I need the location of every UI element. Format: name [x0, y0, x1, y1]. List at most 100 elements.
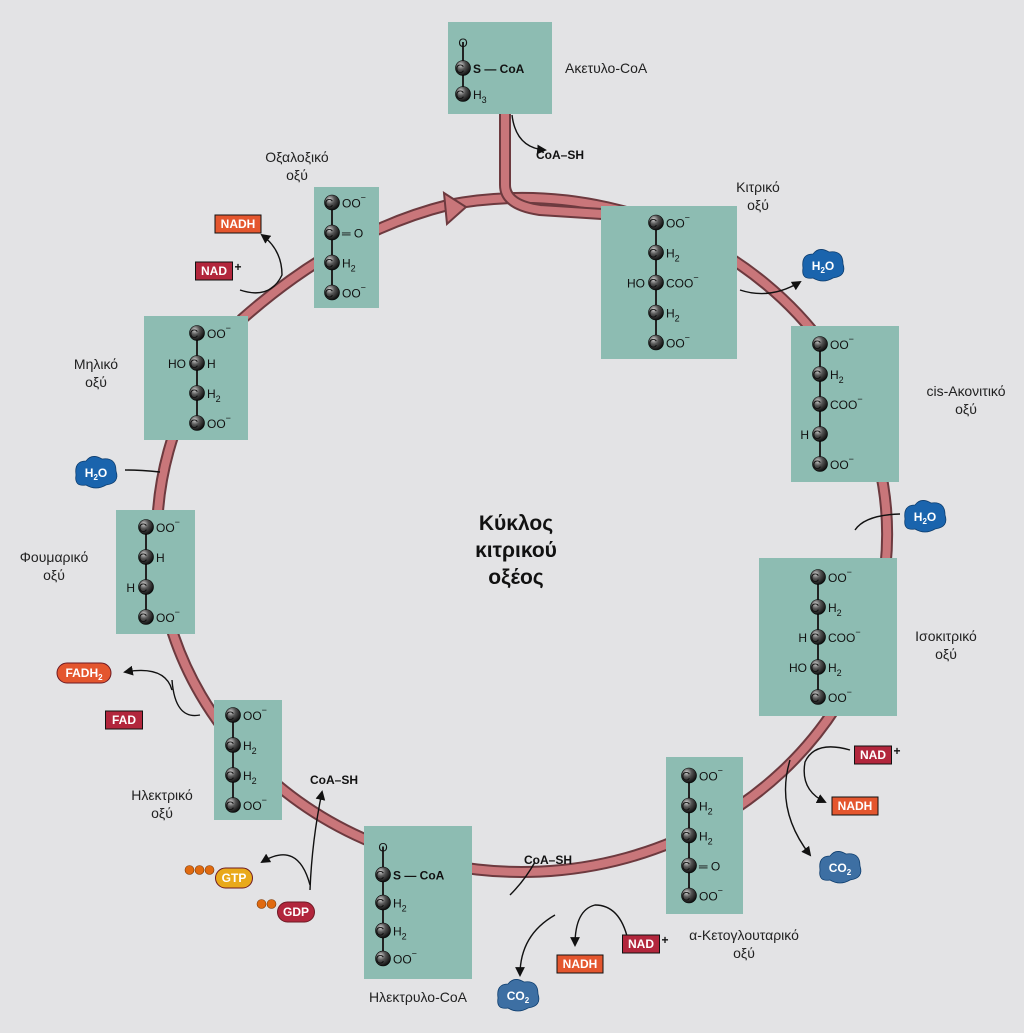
carbon-atom-letter: C	[376, 925, 385, 939]
right-substituent: OO−	[342, 193, 366, 211]
right-substituent: OO−	[830, 334, 854, 352]
carbon-atom-ball	[681, 797, 697, 814]
carbon-atom-letter: C	[649, 277, 658, 291]
cofactor-box	[854, 745, 892, 765]
right-substituent: OO−	[243, 795, 267, 813]
cofactor-text: NADH	[221, 217, 256, 231]
carbon-atom-ball	[375, 922, 391, 939]
cycle-title-line-1: Κύκλος	[479, 512, 553, 535]
carbon-atom-letter: C	[325, 287, 334, 301]
carbon-atom-letter: C	[226, 739, 235, 753]
carbon-atom-letter: C	[190, 327, 199, 341]
carbon-atom-letter: C	[811, 631, 820, 645]
carbon-atom-letter: C	[682, 800, 691, 814]
molecule-blob-icon	[75, 456, 118, 489]
cofactor-text: FADH2	[65, 666, 103, 682]
molecule-blob-icon	[904, 500, 947, 533]
carbon-atom-ball	[189, 325, 205, 341]
molecule-text: H2O	[914, 510, 936, 526]
right-substituent: H	[156, 551, 165, 565]
carbon-atom-ball	[225, 767, 241, 783]
coenzyme-a-label: CoA–SH	[524, 853, 572, 867]
cofactor-nadh-1: NADH	[831, 796, 879, 816]
phosphate-ball-icon	[256, 899, 267, 909]
carbon-atom-ball	[189, 415, 205, 431]
carbon-atom-letter: C	[325, 257, 334, 271]
carbon-atom-letter: C	[682, 770, 691, 784]
label-acetyl-coa: Ακετυλο-CoA	[565, 60, 648, 76]
label-isocitrate: Ισοκιτρικό	[915, 628, 977, 644]
left-substituent: H	[126, 581, 135, 595]
carbon-atom-letter: C	[649, 307, 658, 321]
carbon-atom-letter: C	[226, 709, 235, 723]
cofactor-box	[831, 796, 879, 816]
label-fumarate: οξύ	[43, 567, 65, 583]
cofactor-text: GDP	[283, 905, 309, 919]
label-alpha-ketoglutarate: οξύ	[733, 945, 755, 961]
cofactor-text: NAD	[201, 264, 227, 278]
carbon-atom-letter: C	[649, 247, 658, 261]
left-substituent: HO	[789, 661, 807, 675]
carbon-atom-letter: C	[325, 197, 334, 211]
carbon-atom-letter: C	[139, 551, 148, 565]
carbon-atom-ball	[324, 224, 340, 241]
phosphate-ball-icon	[184, 865, 195, 875]
molecule-text: H2O	[85, 466, 107, 482]
compound-box	[601, 206, 737, 359]
carbon-atom-ball	[138, 609, 154, 625]
cofactor-charge: +	[894, 744, 901, 758]
molecule-blob-icon	[819, 851, 862, 884]
right-substituent: COO−	[830, 394, 863, 412]
carbon-atom-ball	[812, 366, 828, 382]
side-arrows	[123, 114, 901, 977]
label-succinate: Ηλεκτρικό	[131, 787, 193, 803]
cofactor-gtp: GTP	[184, 865, 253, 889]
cofactor-fadh2: FADH2	[56, 662, 112, 684]
carbon-atom-letter: C	[813, 398, 822, 412]
carbon-atom-letter: C	[682, 860, 691, 874]
carbon-atom-ball	[138, 579, 154, 595]
cofactor-fad: FAD	[105, 710, 143, 730]
carbon-atom-letter: C	[649, 217, 658, 231]
label-succinate: οξύ	[151, 805, 173, 821]
carbon-atom-letter: C	[813, 458, 822, 472]
cofactor-co2-2: CO2	[497, 979, 540, 1012]
right-substituent: OO−	[830, 454, 854, 472]
right-substituent: S — CoA	[393, 869, 445, 883]
cofactor-charge: +	[235, 260, 242, 274]
carbon-atom-letter: C	[190, 357, 199, 371]
right-substituent: OO−	[393, 949, 417, 967]
carbon-atom-ball	[648, 244, 664, 261]
carbon-atom-letter: C	[811, 571, 820, 585]
carbon-atom-ball	[810, 599, 826, 615]
molecule-text: CO2	[829, 861, 852, 877]
cofactor-pill	[56, 662, 112, 684]
label-oxaloacetate: Οξαλοξικό	[265, 149, 329, 165]
label-succinyl-coa: Ηλεκτρυλο-CoA	[369, 989, 468, 1005]
label-oxaloacetate: οξύ	[286, 167, 308, 183]
right-substituent: ═ O	[341, 227, 363, 241]
right-substituent: OO−	[156, 607, 180, 625]
compound-box	[791, 326, 899, 482]
right-substituent: OO−	[666, 333, 690, 351]
carbon-atom-ball	[189, 355, 205, 371]
right-substituent: OO−	[243, 705, 267, 723]
carbon-atom-ball	[375, 950, 391, 967]
label-fumarate: Φουμαρικό	[20, 549, 89, 565]
molecule-blob-icon	[802, 249, 845, 282]
phosphate-ball-icon	[204, 865, 215, 875]
cofactor-text: NADH	[563, 957, 598, 971]
cofactor-text: NADH	[838, 799, 873, 813]
right-substituent: ═ O	[698, 860, 720, 874]
cofactor-h2o-3: H2O	[75, 456, 118, 489]
cofactor-text: NAD	[860, 748, 886, 762]
label-alpha-ketoglutarate: α-Κετογλουταρικό	[689, 927, 799, 943]
coenzyme-a-label: CoA–SH	[536, 148, 584, 162]
